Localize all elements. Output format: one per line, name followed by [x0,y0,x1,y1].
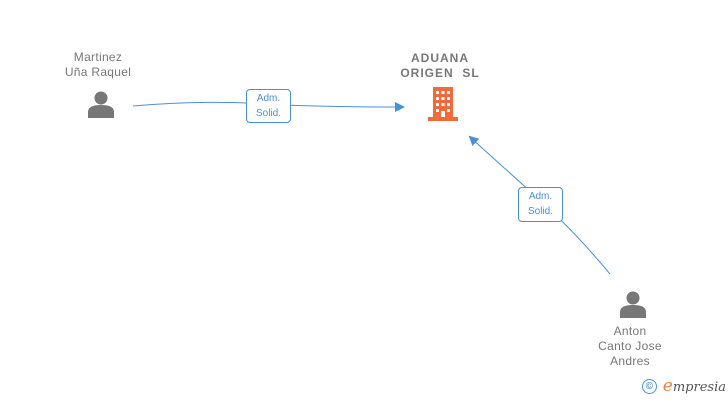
edge-label-person2-line2: Solid. [527,206,553,217]
company-name-line2: ORIGEN SL [400,66,480,80]
person2-name-line1: Anton [613,324,647,338]
company-name[interactable]: ADUANA ORIGEN SL [380,51,500,81]
brand-logo-e: e [662,376,673,396]
copyright-icon: © [641,378,657,394]
edge-label-person2-line1: Adm. [528,191,553,202]
edge-label-person2[interactable]: Adm. Solid. [518,187,563,222]
brand-logo: empresia [663,376,726,396]
edge-label-person1-line2: Solid. [255,108,281,119]
person1-name[interactable]: Martinez Uña Raquel [48,50,148,80]
person-icon[interactable] [618,289,648,319]
company-name-line1: ADUANA [411,51,469,65]
person2-name-line2: Canto Jose [598,339,662,353]
person-icon[interactable] [86,89,116,119]
brand-logo-rest: mpresia [672,380,726,395]
building-icon[interactable] [426,86,460,122]
footer-brand[interactable]: © empresia [641,376,726,396]
person2-name-line3: Andres [610,354,650,368]
edge-label-person1[interactable]: Adm. Solid. [246,89,291,123]
person1-name-line1: Martinez [73,50,123,64]
person1-name-line2: Uña Raquel [64,65,132,79]
person2-name[interactable]: Anton Canto Jose Andres [580,324,680,369]
edge-label-person1-line1: Adm. [256,93,281,104]
